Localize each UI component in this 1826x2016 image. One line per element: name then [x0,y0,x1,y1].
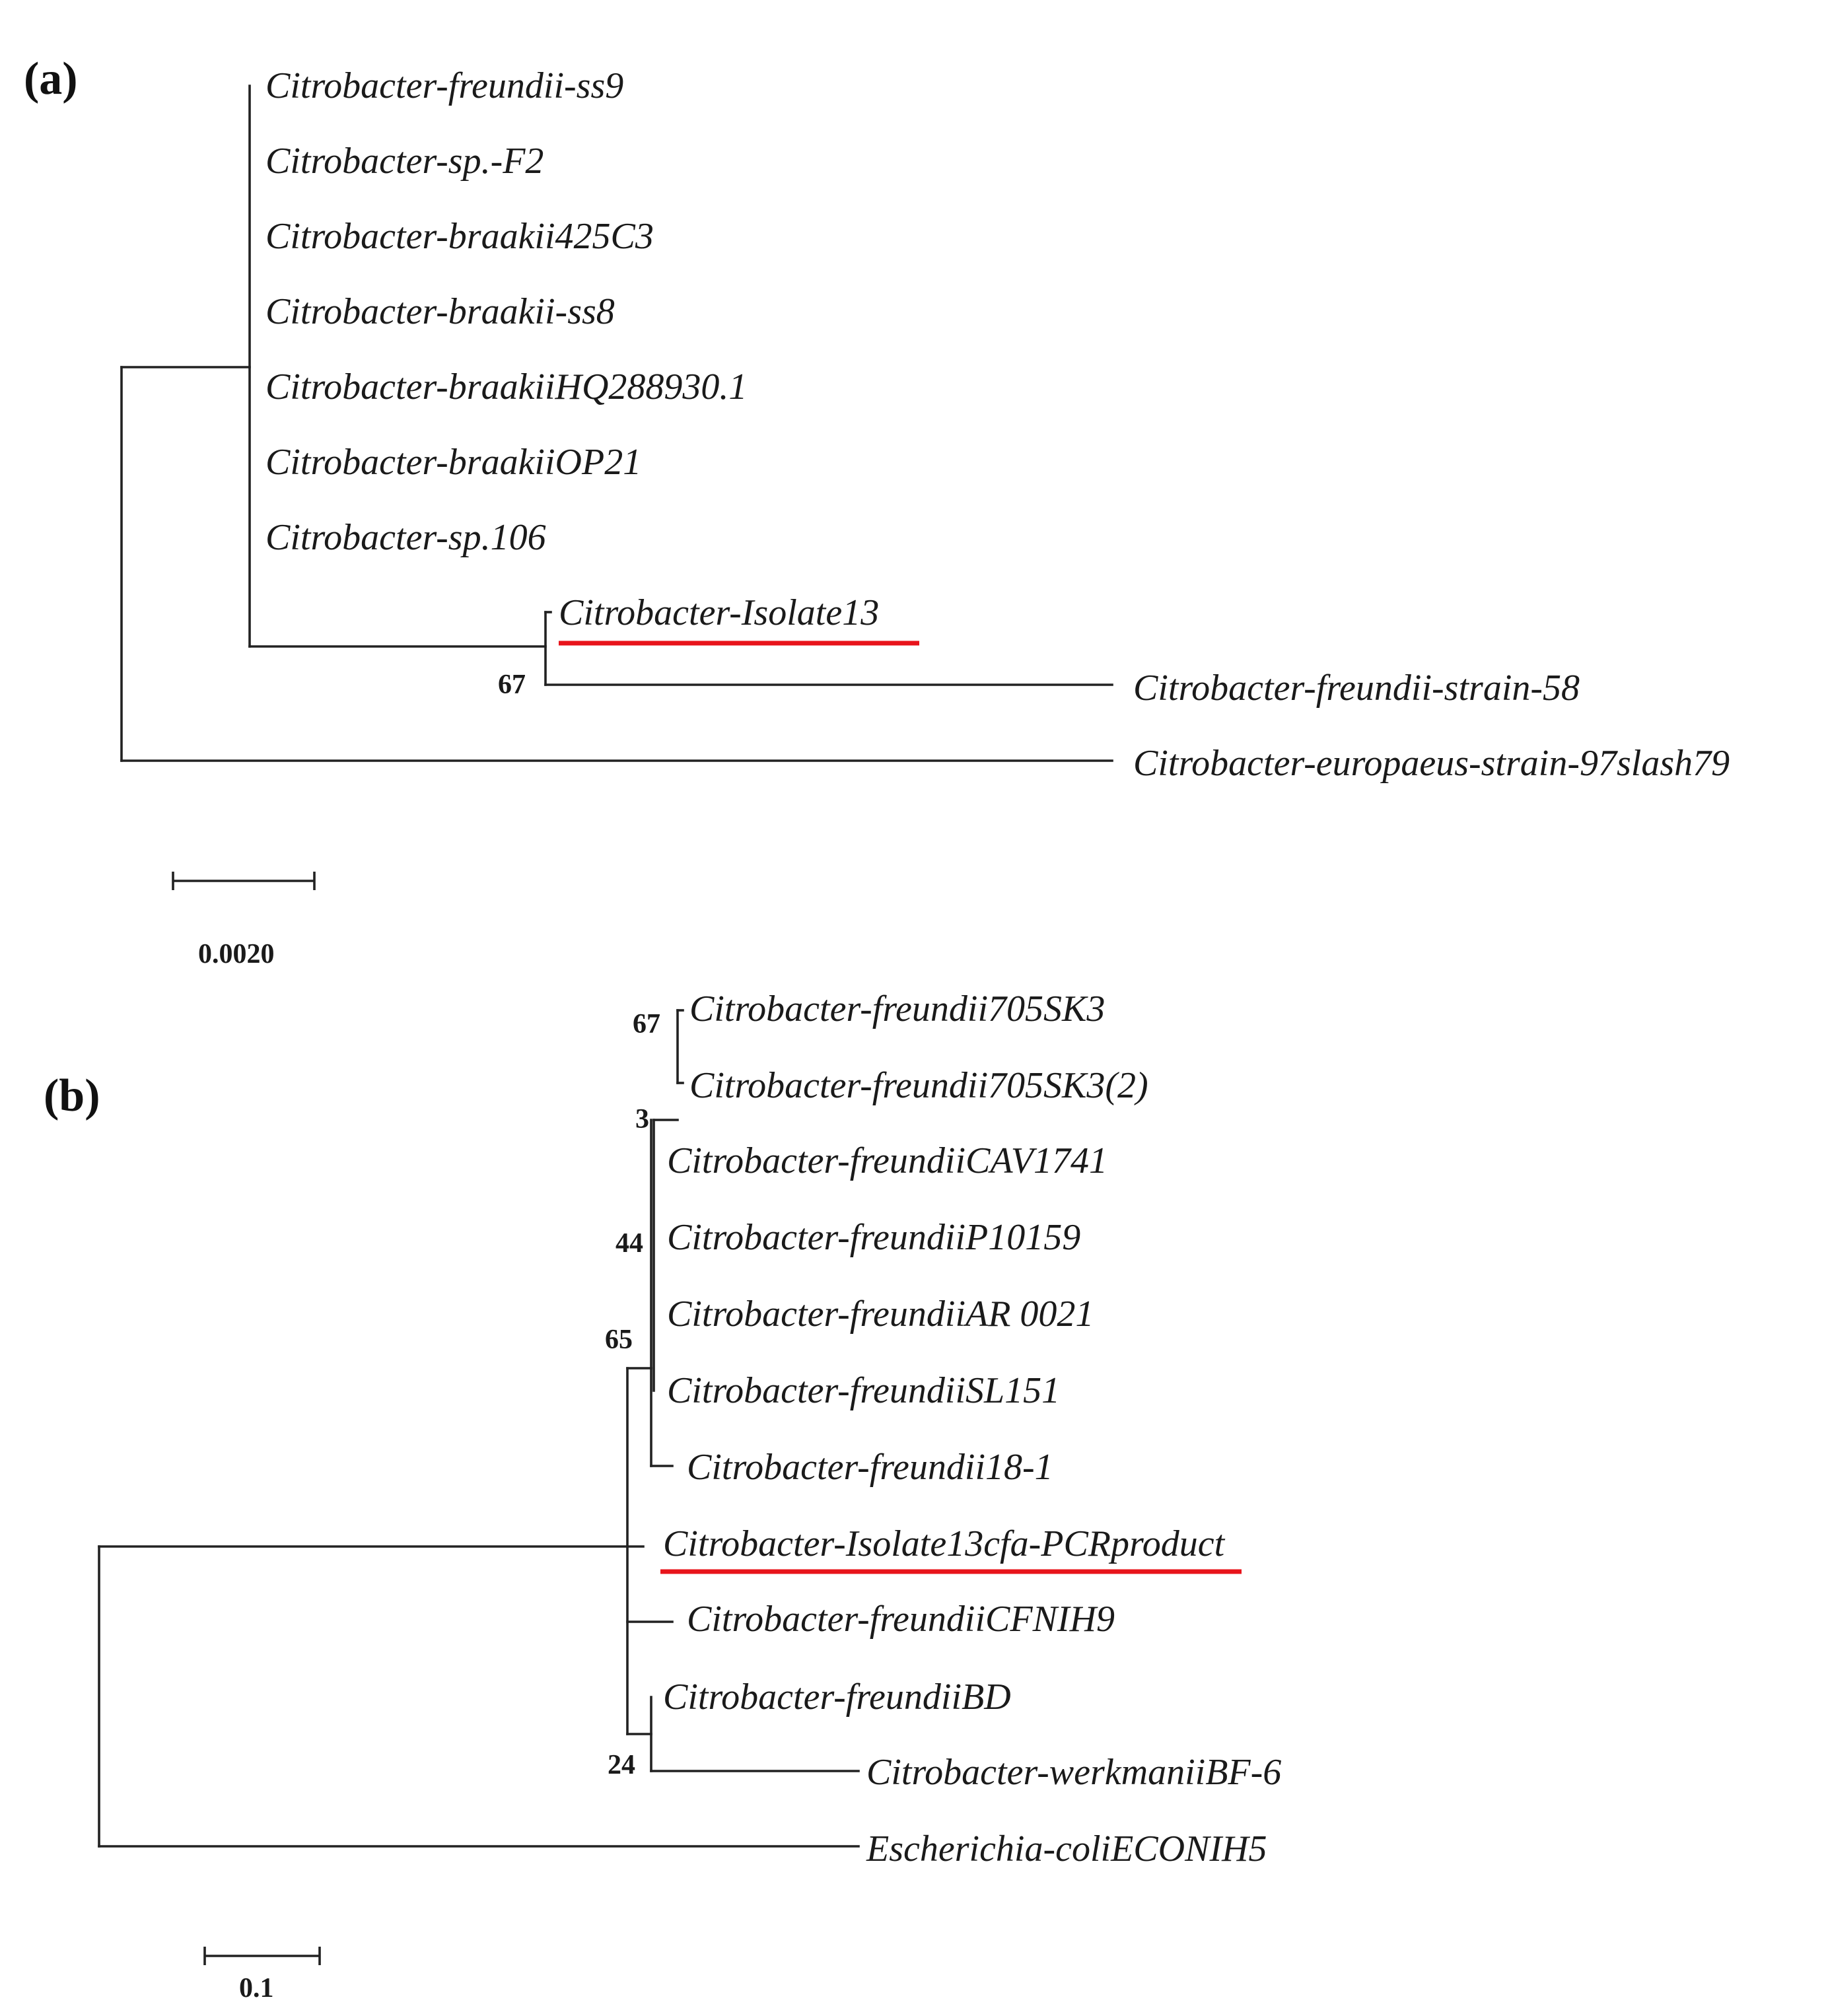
leaf-label: Citrobacter-werkmaniiBF-6 [866,1752,1281,1793]
leaf-label: Citrobacter-europaeus-strain-97slash79 [1133,743,1730,784]
scale-bar-line [203,1947,321,1965]
leaf-label: Citrobacter-sp.106 [265,517,546,558]
leaf-label: Citrobacter-freundiiBD [663,1677,1011,1718]
scale-bar-label: 0.1 [239,1973,274,2003]
bootstrap-value: 67 [498,670,526,700]
leaf-label: Citrobacter-sp.-F2 [265,141,544,182]
panel-b-bootstrap-values: 67 3 44 65 24 [605,1009,660,1780]
leaf-label: Citrobacter-braakiiHQ288930.1 [265,366,747,407]
bootstrap-value: 3 [635,1104,649,1134]
panel-b: (b) Citrobacter-freundii705SK3 Citroba [44,989,1281,2003]
leaf-label: Escherichia-coliECONIH5 [866,1828,1267,1869]
leaf-label: Citrobacter-freundiiAR 0021 [667,1294,1094,1335]
panel-b-branches [98,1009,860,1848]
leaf-label: Citrobacter-freundiiCAV1741 [667,1140,1107,1181]
leaf-label: Citrobacter-freundii18-1 [687,1447,1053,1488]
panel-a-leaves: Citrobacter-freundii-ss9 Citrobacter-sp.… [265,65,1730,784]
leaf-label: Citrobacter-braakii425C3 [265,216,654,257]
leaf-label: Citrobacter-freundii-strain-58 [1133,668,1580,709]
leaf-label: Citrobacter-freundii-ss9 [265,65,623,106]
panel-b-leaves: Citrobacter-freundii705SK3 Citrobacter-f… [663,989,1281,1869]
leaf-label: Citrobacter-braakiiOP21 [265,442,641,483]
leaf-label: Citrobacter-freundii705SK3(2) [689,1065,1148,1106]
panel-b-label: (b) [44,1070,100,1121]
scale-bar-line [172,872,316,890]
panel-a-scale-bar: 0.0020 [172,872,316,969]
leaf-label-highlighted: Citrobacter-Isolate13 [559,592,879,633]
panel-a: (a) Citrobacter-freundii-ss9 Citrobacter… [24,53,1730,969]
bootstrap-value: 67 [633,1009,660,1039]
panel-a-label: (a) [24,53,78,104]
leaf-label-highlighted: Citrobacter-Isolate13cfa-PCRproduct [663,1523,1226,1564]
bootstrap-value: 24 [608,1750,635,1780]
leaf-label: Citrobacter-freundii705SK3 [689,989,1105,1029]
panel-a-branches [120,85,1113,762]
leaf-label: Citrobacter-braakii-ss8 [265,291,615,332]
leaf-label: Citrobacter-freundiiSL151 [667,1370,1060,1411]
leaf-label: Citrobacter-freundiiP10159 [667,1217,1080,1258]
bootstrap-value: 65 [605,1325,633,1355]
scale-bar-label: 0.0020 [198,939,275,969]
leaf-label: Citrobacter-freundiiCFNIH9 [687,1599,1115,1640]
bootstrap-value: 44 [615,1228,643,1259]
panel-b-scale-bar: 0.1 [203,1947,321,2003]
